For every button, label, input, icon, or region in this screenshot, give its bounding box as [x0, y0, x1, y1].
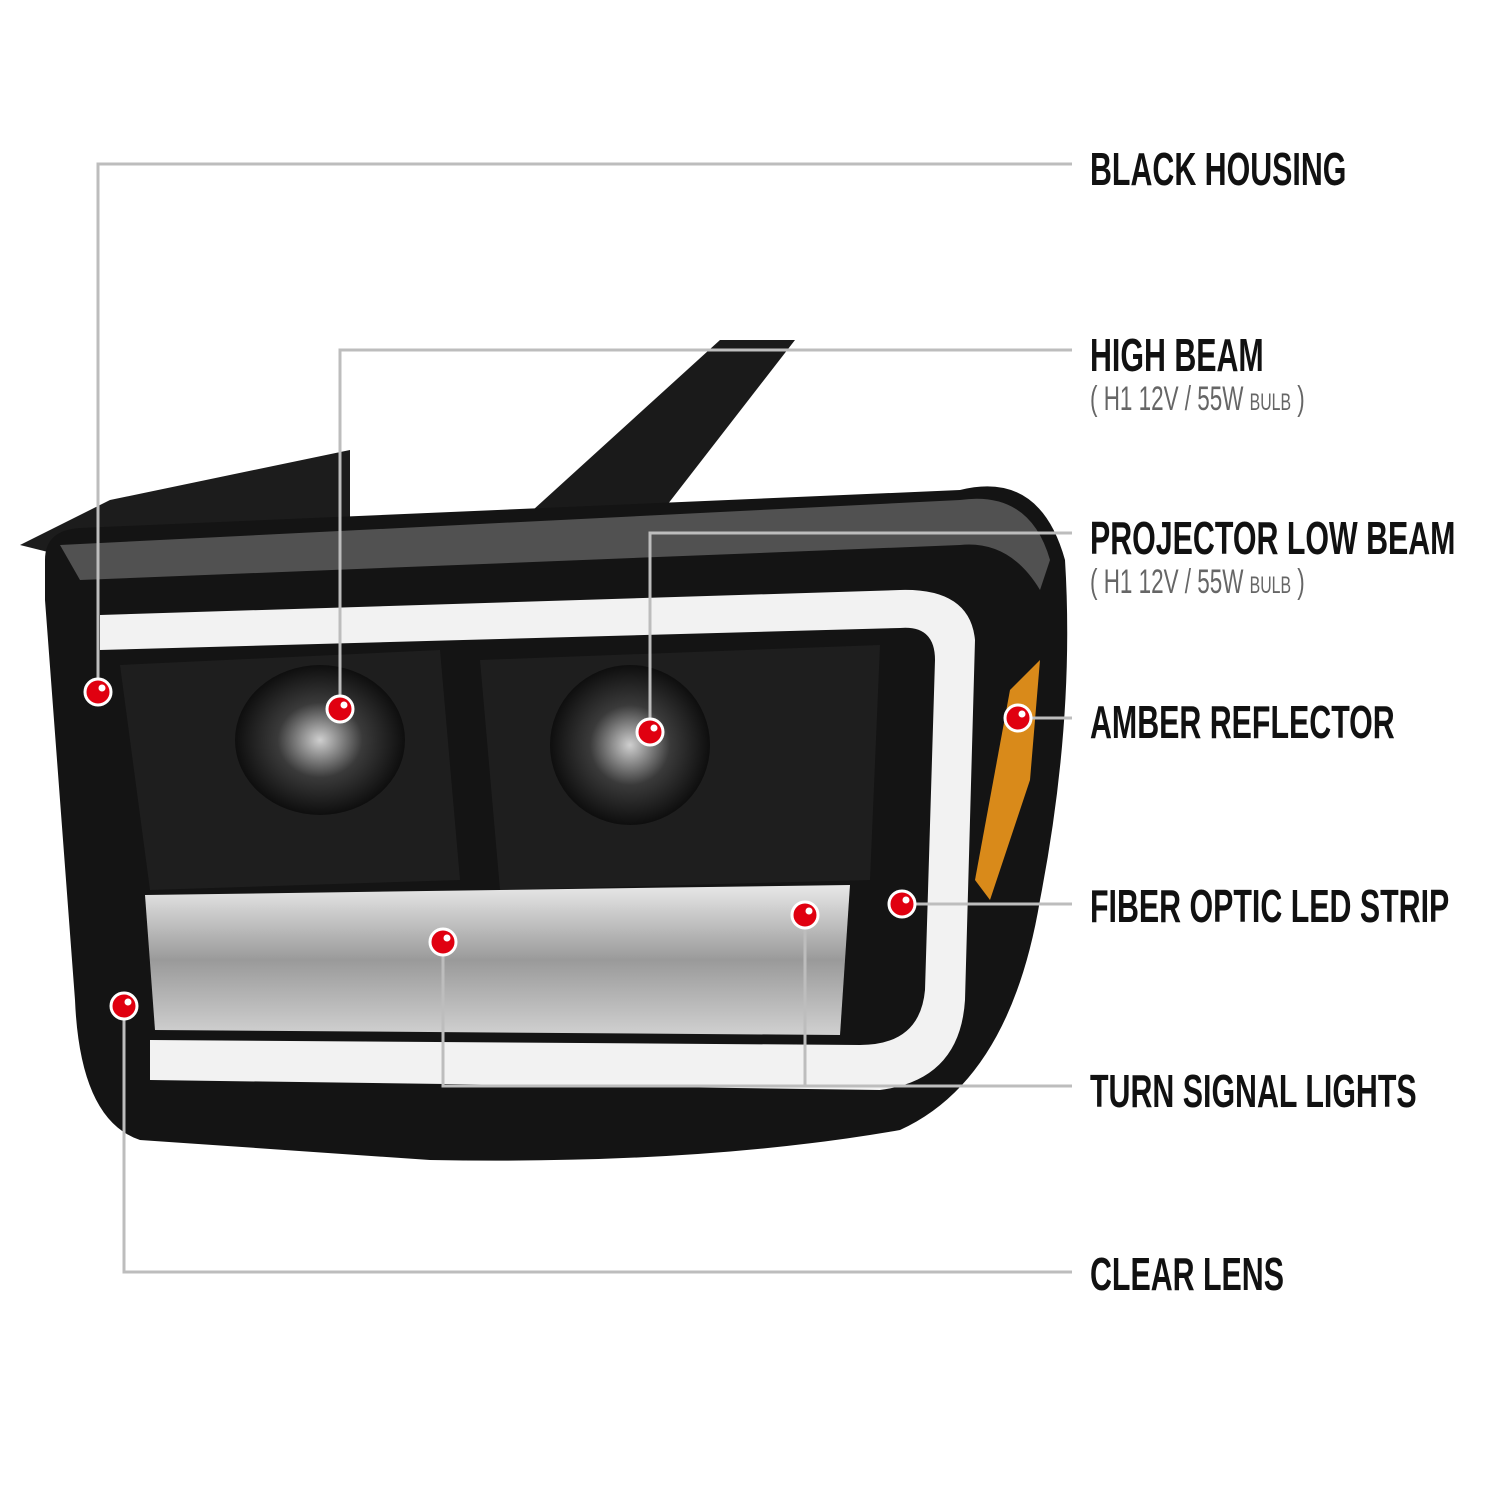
spec-close: )	[1291, 380, 1305, 418]
callout-spec: ( H1 12V / 55W BULB )	[1090, 382, 1305, 416]
marker-dots	[83, 677, 1033, 1021]
marker-amber-reflector	[1003, 703, 1033, 733]
spec-text: ( H1 12V / 55W	[1090, 563, 1250, 601]
spec-close: )	[1291, 563, 1305, 601]
leader-clear-lens	[122, 1006, 1072, 1274]
marker-turn-signal-right	[790, 900, 820, 930]
leader-black-housing	[96, 162, 1072, 692]
callout-turn-signal-lights: TURN SIGNAL LIGHTS	[1090, 1068, 1417, 1114]
top-lens-band	[60, 498, 1050, 590]
turn-signal-lens	[145, 885, 850, 1035]
spec-text: ( H1 12V / 55W	[1090, 380, 1250, 418]
marker-high-beam	[325, 694, 355, 724]
fiber-optic-led-strip	[100, 589, 975, 1090]
callout-title: PROJECTOR LOW BEAM	[1090, 512, 1456, 564]
callout-title: BLACK HOUSING	[1090, 143, 1347, 195]
marker-clear-lens	[109, 991, 139, 1021]
spec-unit: BULB	[1249, 572, 1292, 599]
leader-turn-signal-left	[441, 942, 1072, 1088]
leader-high-beam	[338, 348, 1072, 709]
high-beam-reflector	[235, 665, 405, 815]
callout-spec: ( H1 12V / 55W BULB )	[1090, 565, 1455, 599]
callout-black-housing: BLACK HOUSING	[1090, 146, 1346, 192]
callout-title: AMBER REFLECTOR	[1090, 696, 1395, 748]
callout-title: FIBER OPTIC LED STRIP	[1090, 880, 1450, 932]
marker-projector-low-beam	[635, 717, 665, 747]
marker-black-housing	[83, 677, 113, 707]
marker-fiber-optic-led-strip	[887, 889, 917, 919]
callout-projector-low-beam: PROJECTOR LOW BEAM ( H1 12V / 55W BULB )	[1090, 515, 1455, 599]
marker-turn-signal-left	[428, 927, 458, 957]
callout-fiber-optic-led-strip: FIBER OPTIC LED STRIP	[1090, 883, 1449, 929]
mount-bracket	[500, 340, 795, 540]
spec-unit: BULB	[1249, 389, 1292, 416]
leader-projector-low-beam	[648, 531, 1072, 732]
callout-title: CLEAR LENS	[1090, 1248, 1284, 1300]
callout-clear-lens: CLEAR LENS	[1090, 1251, 1284, 1297]
projector-lens	[550, 665, 710, 825]
callout-high-beam: HIGH BEAM ( H1 12V / 55W BULB )	[1090, 332, 1305, 416]
callout-title: HIGH BEAM	[1090, 329, 1264, 381]
callout-amber-reflector: AMBER REFLECTOR	[1090, 699, 1395, 745]
callout-title: TURN SIGNAL LIGHTS	[1090, 1065, 1417, 1117]
